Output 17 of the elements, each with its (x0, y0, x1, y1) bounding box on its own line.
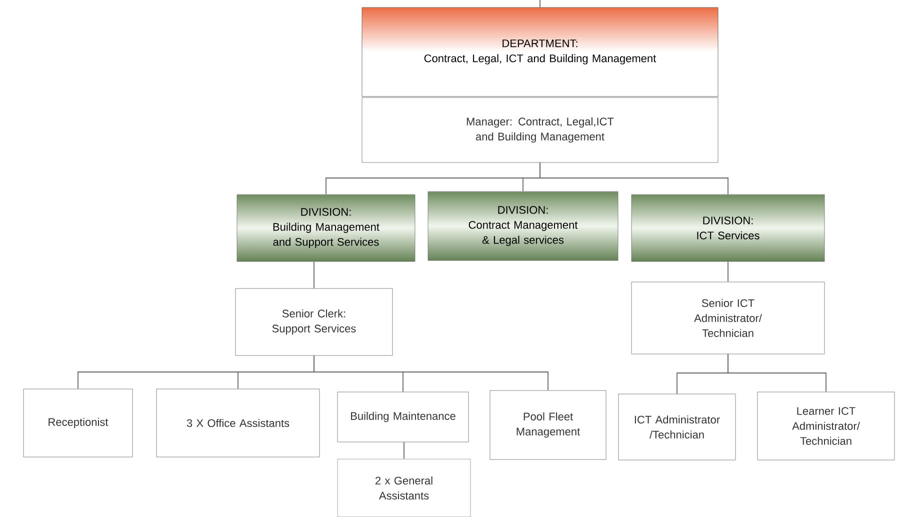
connector-line (314, 355, 548, 391)
connector-line (728, 354, 826, 392)
position-box: 3 X Office Assistants (156, 388, 320, 458)
division-box: DIVISION: ICT Services (631, 194, 825, 262)
division-box: DIVISION: Contract Management & Legal services (428, 191, 618, 261)
connector-line (540, 162, 728, 195)
department-box: DEPARTMENT: Contract, Legal, ICT and Building Management (362, 7, 718, 97)
position-box: Pool Fleet Management (490, 390, 606, 460)
position-box: Receptionist (23, 388, 133, 458)
position-box: ICT Administrator /Technician (618, 394, 736, 460)
position-box: Manager: Contract, Legal,ICT and Building Management (362, 97, 718, 163)
position-box: Senior ICT Administrator/ Technician (631, 282, 825, 354)
position-box: Learner ICT Administrator/ Technician (757, 392, 895, 460)
position-box: Building Maintenance (337, 392, 469, 442)
position-box: 2 x General Assistants (337, 458, 471, 517)
division-box: DIVISION: Building Management and Support Services (236, 194, 416, 262)
position-box: Senior Clerk: Support Services (235, 288, 393, 356)
